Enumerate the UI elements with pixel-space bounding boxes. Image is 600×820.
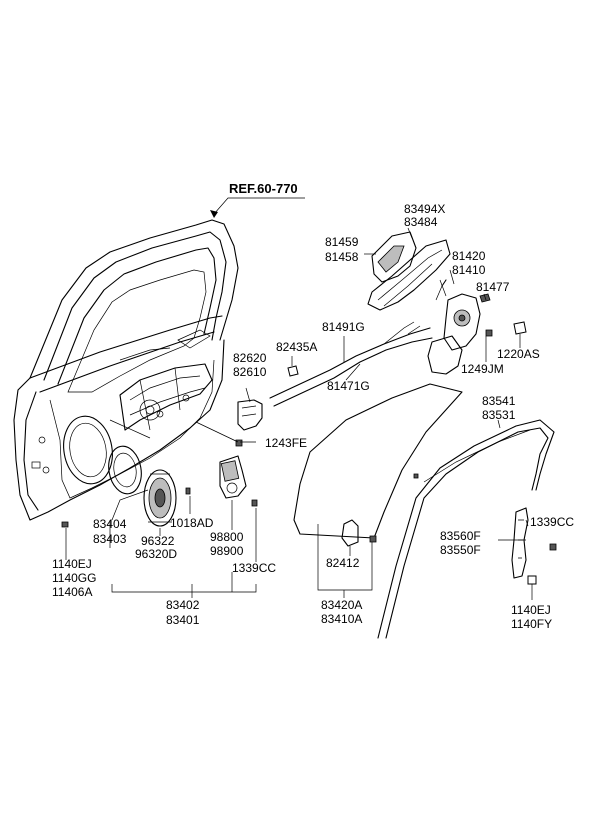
door-frame <box>13 219 239 521</box>
door-latch <box>427 279 527 375</box>
label-83494X: 83494X <box>404 202 445 216</box>
label-81458: 81458 <box>325 250 359 264</box>
label-96320D: 96320D <box>135 547 177 561</box>
door-cables <box>269 321 433 407</box>
label-83420A: 83420A <box>321 598 362 612</box>
label-1140EJ-left: 1140EJ <box>52 557 92 571</box>
label-83531: 83531 <box>482 408 516 422</box>
label-82435A: 82435A <box>276 340 317 354</box>
label-98900: 98900 <box>210 544 244 558</box>
label-83404: 83404 <box>93 517 127 531</box>
label-83410A: 83410A <box>321 612 362 626</box>
label-82412: 82412 <box>326 556 360 570</box>
label-81471G: 81471G <box>327 379 370 393</box>
label-96322: 96322 <box>141 534 175 548</box>
label-83401: 83401 <box>166 613 200 627</box>
label-1140EJ-right: 1140EJ <box>511 603 551 617</box>
label-83550F: 83550F <box>440 543 481 557</box>
glass-run-channel <box>377 419 555 639</box>
label-82610: 82610 <box>233 365 267 379</box>
label-83560F: 83560F <box>440 529 481 543</box>
label-1339CC-center: 1339CC <box>232 561 276 575</box>
glass-clip <box>341 519 377 547</box>
label-83541: 83541 <box>482 394 516 408</box>
label-1339CC-right: 1339CC <box>530 515 574 529</box>
label-81420: 81420 <box>452 249 486 263</box>
part-labels: 83494X 83484 81459 81458 81420 81410 814… <box>52 202 574 631</box>
reference-label: REF.60-770 <box>229 181 298 196</box>
label-1140FY: 1140FY <box>511 617 552 631</box>
clip-82435A <box>287 365 299 377</box>
bracket-82620 <box>237 399 263 431</box>
label-81459: 81459 <box>325 235 359 249</box>
regulator-motor <box>219 455 247 499</box>
door-glass <box>293 383 463 539</box>
label-98800: 98800 <box>210 530 244 544</box>
label-83484: 83484 <box>404 215 438 229</box>
label-1243FE: 1243FE <box>265 436 307 450</box>
label-81410: 81410 <box>452 263 486 277</box>
leader-lines <box>65 227 533 600</box>
label-1140GG: 1140GG <box>52 571 96 585</box>
label-81477: 81477 <box>476 280 510 294</box>
label-11406A: 11406A <box>52 585 92 599</box>
label-83402: 83402 <box>166 598 200 612</box>
outer-handle-base <box>367 231 451 311</box>
label-1018AD: 1018AD <box>170 516 214 530</box>
speaker <box>143 469 177 527</box>
rear-channel <box>511 507 557 585</box>
label-82620: 82620 <box>233 351 267 365</box>
label-1220AS: 1220AS <box>497 347 540 361</box>
label-1249JM: 1249JM <box>461 362 504 376</box>
label-83403: 83403 <box>93 532 127 546</box>
label-81491G: 81491G <box>322 320 365 334</box>
